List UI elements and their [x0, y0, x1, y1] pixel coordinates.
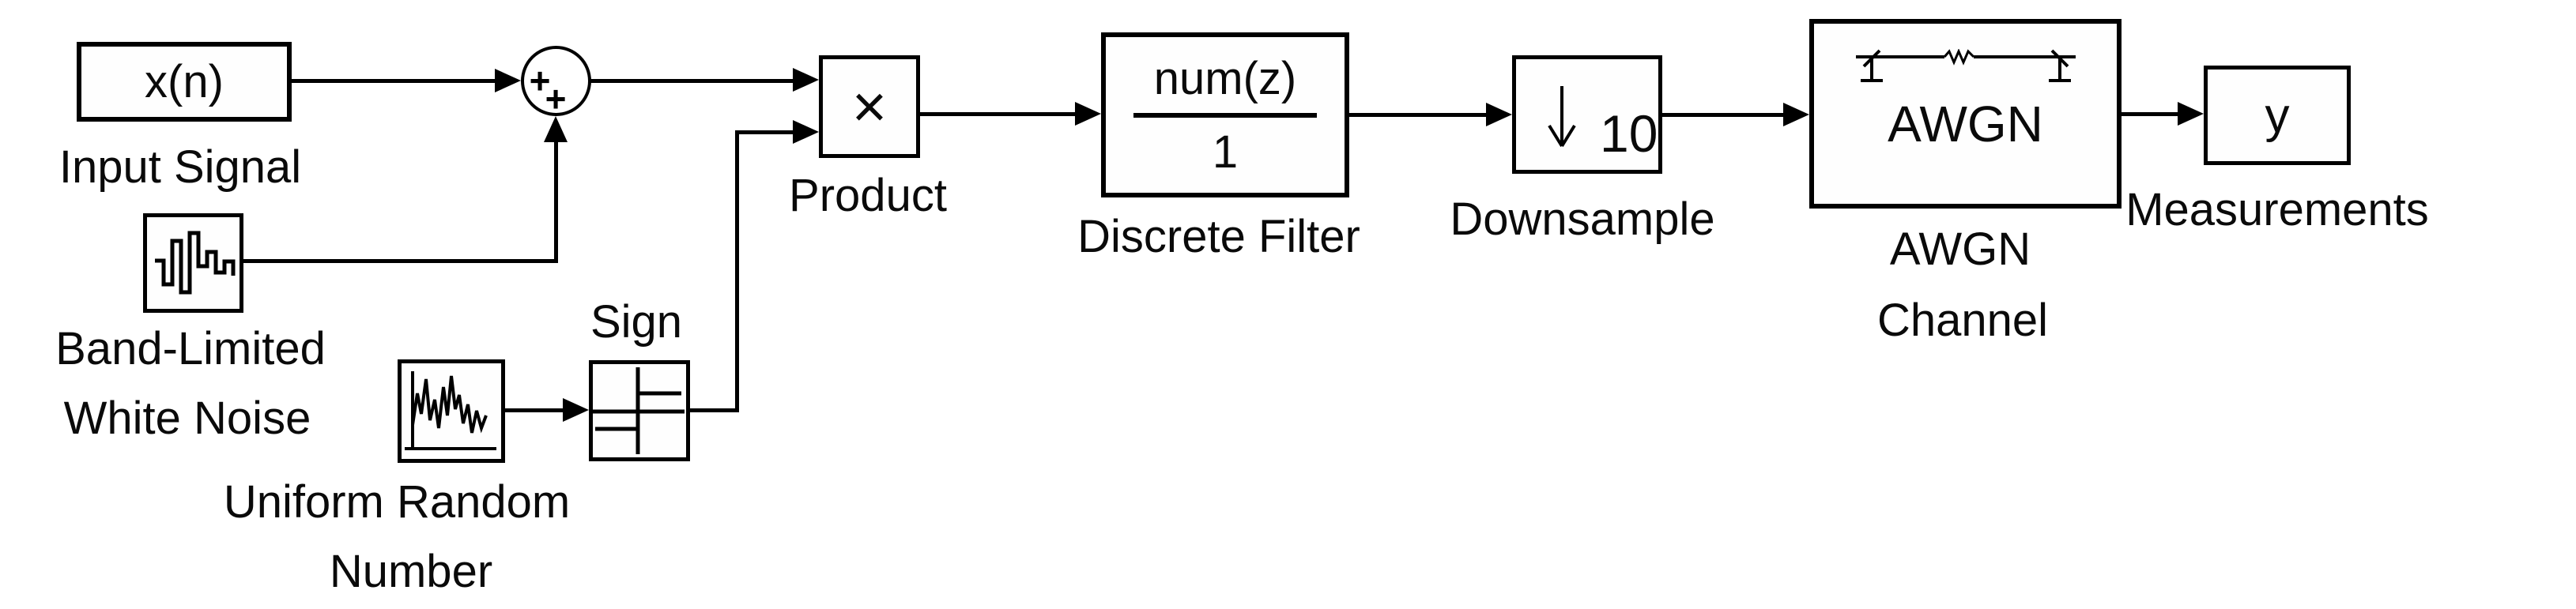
- wire-downsample-to-awgn: [1662, 113, 1784, 117]
- block-downsample[interactable]: 10: [1512, 55, 1662, 174]
- awgn-antenna-channel-icon: [1855, 49, 2076, 82]
- signum-step-icon: [593, 367, 685, 454]
- wire-sum-to-product: [590, 79, 795, 83]
- white-noise-staircase-icon: [155, 231, 236, 295]
- downsample-arrow-icon: [1548, 86, 1576, 148]
- discrete-filter-denominator: 1: [1212, 126, 1239, 178]
- block-sign[interactable]: [589, 360, 690, 461]
- arrowhead-into-sum: [495, 69, 521, 92]
- block-input-signal[interactable]: x(n): [77, 42, 292, 122]
- wire-sign-to-product: [735, 130, 795, 134]
- input-signal-label: Input Signal: [58, 141, 302, 193]
- wire-noise-vertical: [554, 141, 558, 263]
- wire-product-to-filter: [920, 112, 1078, 116]
- uniform-random-number-label-line1: Uniform Random: [223, 476, 571, 528]
- awgn-channel-label-line1: AWGN: [1889, 224, 2031, 275]
- wire-random-to-sign: [504, 408, 564, 412]
- discrete-filter-label: Discrete Filter: [1077, 211, 1360, 262]
- wire-input-to-sum: [291, 79, 498, 83]
- random-noise-icon: [405, 371, 496, 450]
- discrete-filter-fraction: num(z) 1: [1133, 52, 1317, 179]
- block-awgn-channel[interactable]: AWGN: [1809, 19, 2122, 209]
- block-sum[interactable]: [521, 46, 591, 116]
- block-measurements[interactable]: y: [2204, 66, 2351, 165]
- awgn-inner-text: AWGN: [1888, 96, 2043, 152]
- awgn-channel-label-line2: Channel: [1876, 295, 2049, 346]
- input-signal-text: x(n): [145, 56, 224, 107]
- arrowhead-into-product-bottom: [793, 120, 819, 144]
- discrete-filter-numerator: num(z): [1153, 52, 1297, 104]
- downsample-factor: 10: [1600, 104, 1658, 163]
- arrowhead-into-filter: [1075, 102, 1101, 126]
- arrowhead-into-downsample: [1486, 103, 1512, 126]
- arrowhead-into-product-top: [793, 68, 819, 92]
- wire-awgn-to-output: [2122, 112, 2179, 116]
- wire-noise-horizontal: [243, 259, 558, 263]
- sum-plus-bottom: +: [545, 78, 567, 119]
- block-uniform-random-number[interactable]: [398, 359, 505, 463]
- block-product[interactable]: ×: [819, 55, 920, 158]
- wire-sign-vertical: [735, 130, 739, 412]
- fraction-bar: [1133, 112, 1317, 118]
- arrowhead-into-awgn: [1783, 103, 1809, 126]
- sum-plus-left: +: [529, 60, 551, 101]
- downsample-label: Downsample: [1450, 194, 1715, 245]
- wire-filter-to-downsample: [1349, 113, 1488, 117]
- product-symbol: ×: [851, 73, 888, 141]
- arrowhead-into-output: [2178, 102, 2204, 126]
- measurements-text: y: [2265, 88, 2290, 143]
- arrowhead-into-sum-bottom: [544, 116, 568, 142]
- band-limited-white-noise-label-line2: White Noise: [63, 393, 311, 444]
- band-limited-white-noise-label-line1: Band-Limited: [55, 323, 326, 374]
- sign-label: Sign: [590, 296, 683, 348]
- wire-sign-out-horizontal: [690, 408, 739, 412]
- uniform-random-number-label-line2: Number: [329, 546, 493, 597]
- arrowhead-into-sign: [563, 398, 589, 422]
- block-band-limited-white-noise[interactable]: [143, 213, 243, 313]
- block-discrete-filter[interactable]: num(z) 1: [1101, 32, 1349, 197]
- measurements-label: Measurements: [2125, 184, 2429, 235]
- product-label: Product: [789, 170, 947, 221]
